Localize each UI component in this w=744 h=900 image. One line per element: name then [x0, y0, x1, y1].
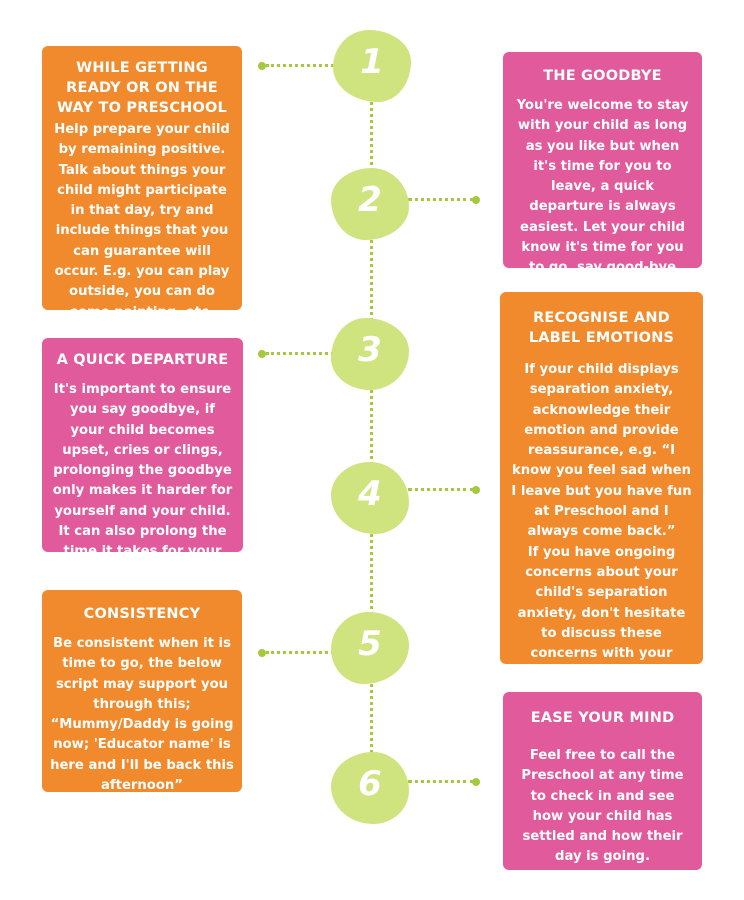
card-body: Be consistent when it is time to go, the…	[50, 636, 234, 794]
step-badge-3: 3	[331, 318, 409, 390]
step-badge-1: 1	[333, 30, 411, 102]
connector-line-4	[408, 488, 474, 491]
step-number: 5	[358, 624, 382, 664]
step-number: 1	[360, 42, 384, 82]
connector-line-3	[266, 352, 334, 355]
connector-dot-4	[472, 486, 480, 494]
step-number: 4	[358, 474, 382, 514]
card-getting-ready: WHILE GETTING READY OR ON THE WAY TO PRE…	[42, 46, 242, 320]
card-body: It's important to ensure you say goodbye…	[52, 382, 233, 580]
card-body: Feel free to call the Preschool at any t…	[521, 748, 684, 865]
connector-dot-3	[258, 350, 266, 358]
connector-dot-1	[258, 62, 266, 70]
connector-line-6	[408, 780, 474, 783]
card-body: If your child displays separation anxiet…	[511, 362, 692, 540]
card-title: WHILE GETTING READY OR ON THE WAY TO PRE…	[57, 60, 227, 116]
card-body: Help prepare your child by remaining pos…	[54, 122, 230, 320]
step-badge-6: 6	[331, 752, 409, 824]
card-consistency: CONSISTENCY Be consistent when it is tim…	[42, 590, 242, 793]
card-ease-mind: EASE YOUR MIND Feel free to call the Pre…	[503, 692, 702, 870]
step-number: 6	[358, 764, 382, 804]
step-badge-5: 5	[331, 612, 409, 684]
connector-dot-6	[472, 778, 480, 786]
connector-dot-5	[258, 649, 266, 657]
card-body-extra: If you have ongoing concerns about your …	[513, 544, 690, 702]
timeline-spine	[370, 60, 373, 795]
connector-line-2	[408, 198, 474, 201]
card-quick-departure: A QUICK DEPARTURE It's important to ensu…	[42, 338, 243, 580]
card-title: THE GOODBYE	[543, 68, 662, 84]
step-badge-2: 2	[331, 168, 409, 240]
card-title: EASE YOUR MIND	[530, 710, 675, 726]
step-badge-4: 4	[331, 462, 409, 534]
card-title: RECOGNISE AND LABEL EMOTIONS	[528, 310, 675, 346]
step-number: 2	[358, 180, 382, 220]
card-recognise-emotions: RECOGNISE AND LABEL EMOTIONS If your chi…	[500, 292, 703, 702]
connector-dot-2	[472, 196, 480, 204]
step-number: 3	[358, 330, 382, 370]
connector-line-1	[266, 64, 334, 67]
connector-line-5	[266, 651, 334, 654]
card-title: A QUICK DEPARTURE	[56, 352, 229, 368]
card-goodbye: THE GOODBYE You're welcome to stay with …	[503, 52, 702, 296]
card-body: You're welcome to stay with your child a…	[516, 98, 689, 296]
card-title: CONSISTENCY	[83, 606, 201, 622]
